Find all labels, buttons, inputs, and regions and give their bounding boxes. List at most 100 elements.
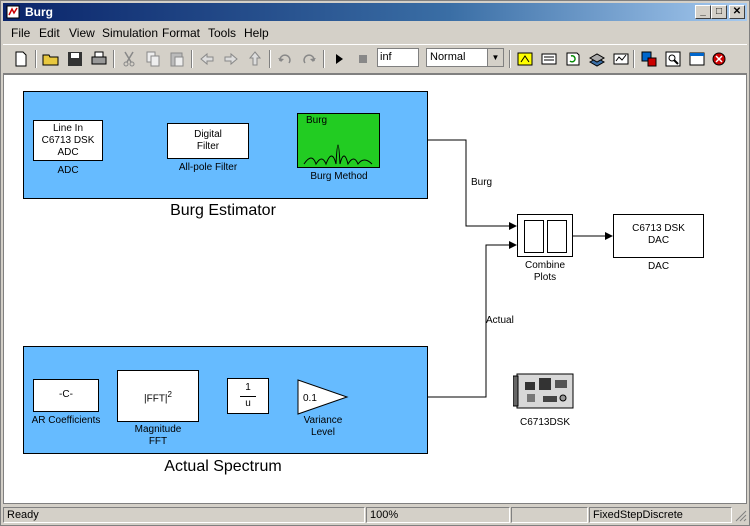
filter-label: All-pole Filter: [178, 162, 238, 173]
fft-label-line2: FFT: [148, 436, 168, 447]
dac-label: DAC: [647, 261, 670, 272]
menu-tools[interactable]: Tools: [208, 26, 237, 40]
burg-method-block[interactable]: Burg: [297, 113, 380, 168]
forward-arrow-icon[interactable]: [221, 49, 241, 69]
combine-label-line2: Plots: [533, 272, 557, 283]
recip-numerator: 1: [245, 382, 251, 393]
burg-block-text: Burg: [306, 115, 328, 126]
combine-plots-block[interactable]: [517, 214, 573, 257]
model-canvas[interactable]: Line In C6713 DSK ADC ADC Digital Filter…: [3, 74, 747, 504]
adc-label: ADC: [57, 165, 79, 176]
menu-edit[interactable]: Edit: [39, 26, 60, 40]
recip-denominator: u: [245, 398, 251, 409]
toolbar-separator: [633, 50, 635, 68]
const-text: -C-: [59, 389, 73, 400]
stop-simulation-icon[interactable]: [353, 49, 373, 69]
library-browser-icon[interactable]: [587, 49, 607, 69]
minimize-button[interactable]: _: [695, 5, 711, 19]
close-button[interactable]: ✕: [729, 5, 745, 19]
print-icon[interactable]: [89, 49, 109, 69]
toolbar-separator: [113, 50, 115, 68]
gain-value: 0.1: [303, 393, 317, 404]
fft-label-line1: Magnitude: [134, 424, 182, 435]
redo-icon[interactable]: [299, 49, 319, 69]
status-zoom: 100%: [366, 507, 510, 523]
save-icon[interactable]: [65, 49, 85, 69]
status-empty: [511, 507, 588, 523]
maximize-button[interactable]: □: [711, 5, 727, 19]
simulation-mode-select[interactable]: Normal ▼: [426, 48, 504, 67]
model-browser-icon[interactable]: [539, 49, 559, 69]
burg-spectrum-icon: [303, 144, 373, 166]
reciprocal-block[interactable]: 1 u: [227, 378, 269, 414]
burg-estimator-title: Burg Estimator: [170, 202, 276, 219]
menu-format[interactable]: Format: [162, 26, 201, 40]
title-bar: Burg _ □ ✕: [3, 3, 747, 21]
fft-exponent: 2: [167, 390, 172, 399]
c6713dsk-label: C6713DSK: [519, 417, 571, 428]
c6713dsk-board-icon[interactable]: [513, 372, 577, 412]
dac-block[interactable]: C6713 DSK DAC: [613, 214, 704, 258]
gain-label-line1: Variance: [303, 415, 343, 426]
properties-icon[interactable]: [687, 49, 707, 69]
burg-method-label: Burg Method: [310, 171, 368, 182]
combine-input-1: [524, 220, 544, 253]
adc-line2: C6713 DSK: [41, 135, 95, 146]
combine-input-2: [547, 220, 567, 253]
gain-label-line2: Level: [311, 427, 335, 438]
dac-line1: C6713 DSK: [632, 223, 685, 234]
paste-icon[interactable]: [167, 49, 187, 69]
build-model-icon[interactable]: [515, 49, 535, 69]
variance-level-label: Variance Level: [283, 415, 363, 439]
actual-spectrum-title: Actual Spectrum: [164, 458, 282, 475]
back-arrow-icon[interactable]: [197, 49, 217, 69]
signal-label-burg: Burg: [471, 177, 493, 188]
model-advisor-icon[interactable]: [663, 49, 683, 69]
toolbar-separator: [35, 50, 37, 68]
menu-bar: File Edit View Simulation Format Tools H…: [3, 23, 747, 43]
toolbar-separator: [323, 50, 325, 68]
adc-line3: ADC: [57, 147, 79, 158]
magnitude-fft-block[interactable]: |FFT|2: [117, 370, 199, 422]
menu-view[interactable]: View: [69, 26, 95, 40]
variance-gain-block[interactable]: 0.1: [297, 379, 349, 415]
recip-fraction-bar: [240, 396, 256, 397]
toolbar-separator: [269, 50, 271, 68]
combine-plots-label: Combine Plots: [505, 260, 585, 284]
digital-filter-block[interactable]: Digital Filter: [167, 123, 249, 159]
open-folder-icon[interactable]: [41, 49, 61, 69]
chevron-down-icon[interactable]: ▼: [487, 49, 503, 66]
status-ready: Ready: [3, 507, 365, 523]
undo-icon[interactable]: [275, 49, 295, 69]
filter-line1: Digital: [194, 129, 222, 140]
stop-time-input[interactable]: inf: [377, 48, 419, 67]
debug-bug-icon[interactable]: [709, 49, 729, 69]
ar-coefficients-label: AR Coefficients: [31, 415, 101, 426]
copy-icon[interactable]: [143, 49, 163, 69]
resize-grip-icon[interactable]: [733, 508, 747, 522]
new-model-icon[interactable]: [11, 49, 31, 69]
magnitude-fft-label: Magnitude FFT: [113, 424, 203, 448]
toolbar-separator: [191, 50, 193, 68]
combine-label-line1: Combine: [524, 260, 566, 271]
start-simulation-icon[interactable]: [329, 49, 349, 69]
fft-text: |FFT|: [144, 393, 168, 405]
filter-line2: Filter: [196, 141, 220, 152]
ar-coefficients-block[interactable]: -C-: [33, 379, 99, 412]
adc-block[interactable]: Line In C6713 DSK ADC: [33, 120, 103, 161]
menu-help[interactable]: Help: [244, 26, 269, 40]
menu-file[interactable]: File: [11, 26, 31, 40]
update-diagram-icon[interactable]: [563, 49, 583, 69]
model-explorer-icon[interactable]: [639, 49, 659, 69]
menu-simulation[interactable]: Simulation: [102, 26, 159, 40]
status-solver: FixedStepDiscrete: [589, 507, 732, 523]
debugger-icon[interactable]: [611, 49, 631, 69]
cut-icon[interactable]: [119, 49, 139, 69]
status-bar: Ready 100% FixedStepDiscrete: [3, 506, 747, 523]
signal-label-actual: Actual: [486, 315, 514, 326]
simulation-mode-value: Normal: [430, 51, 466, 63]
window-title: Burg: [25, 5, 53, 19]
adc-line1: Line In: [52, 123, 84, 134]
up-arrow-icon[interactable]: [245, 49, 265, 69]
